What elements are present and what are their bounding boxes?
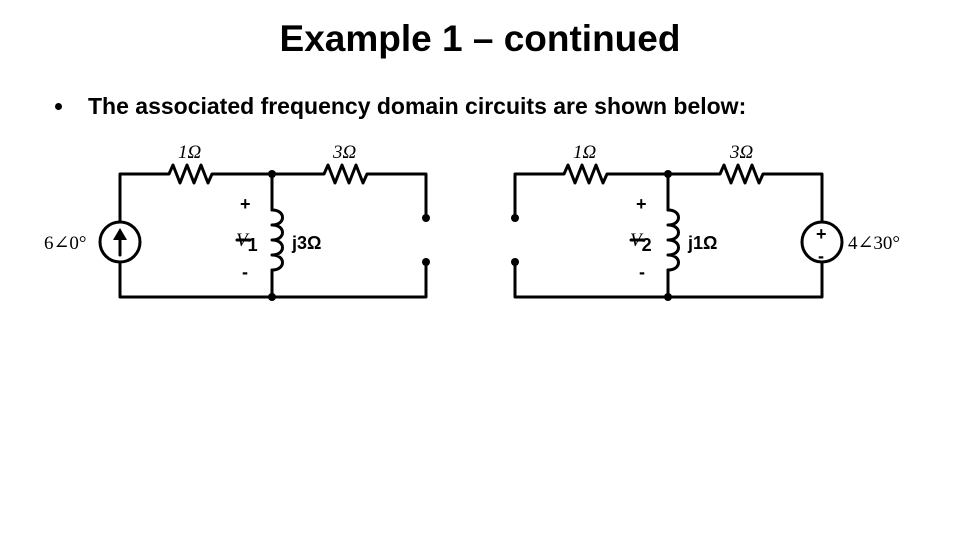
circuit-2-resistor-1ohm [558, 163, 612, 185]
circuit-2-source-minus: - [818, 246, 824, 266]
circuit-2-voltage-label: V2 [630, 230, 652, 255]
circuit-1-node-bottom [268, 293, 276, 301]
circuit-1-voltage-label: V1 [236, 230, 258, 255]
circuit-1-voltage-subscript: 1 [248, 235, 258, 255]
circuit-1-plus-sign: + [240, 194, 251, 214]
circuit-1-terminal-top [422, 214, 430, 222]
circuit-2-wires [513, 172, 824, 299]
circuit-2-terminal-bottom [511, 258, 519, 266]
circuit-2-inductor-label: j1Ω [687, 233, 717, 253]
circuit-1-inductor [270, 208, 284, 272]
circuit-2-resistor-3ohm [714, 163, 768, 185]
circuit-diagrams: 1Ω 3Ω 6∠0° j3Ω + - V1 + - 1Ω 3Ω 4∠30° j1 [44, 142, 900, 301]
circuit-1-resistor-3ohm [318, 163, 372, 185]
circuit-2-minus-sign: - [639, 262, 645, 282]
slide-title: Example 1 – continued [279, 18, 681, 59]
circuit-2-source-label: 4∠30° [848, 233, 900, 254]
circuit-2-voltage-subscript: 2 [642, 235, 652, 255]
circuit-2-r2-label: 3Ω [729, 142, 754, 163]
circuit-2-node-top [664, 170, 672, 178]
circuit-1-source-arrow-head [113, 228, 127, 240]
circuit-1-terminal-bottom [422, 258, 430, 266]
circuit-2-plus-sign: + [636, 194, 647, 214]
bullet-item: The associated frequency domain circuits… [55, 88, 746, 124]
circuit-1-node-top [268, 170, 276, 178]
circuit-2-node-bottom [664, 293, 672, 301]
bullet-icon [55, 102, 62, 110]
circuit-1: 1Ω 3Ω 6∠0° j3Ω + - V1 [44, 142, 430, 301]
circuit-1-r1-label: 1Ω [178, 142, 202, 163]
circuit-2-source-plus: + [816, 224, 827, 244]
circuit-1-minus-sign: - [242, 262, 248, 282]
circuit-1-resistor-1ohm [163, 163, 217, 185]
circuit-2-r1-label: 1Ω [573, 142, 597, 163]
circuit-1-r2-label: 3Ω [332, 142, 357, 163]
circuit-2: + - 1Ω 3Ω 4∠30° j1Ω + - V2 [511, 142, 900, 301]
circuit-1-current-source [98, 220, 142, 264]
circuit-2-inductor [666, 208, 680, 272]
circuit-2-voltage-source [800, 220, 844, 264]
circuit-1-source-label: 6∠0° [44, 233, 87, 254]
circuit-1-wires [118, 172, 428, 299]
circuit-2-terminal-top [511, 214, 519, 222]
bullet-text: The associated frequency domain circuits… [88, 92, 747, 119]
circuit-1-inductor-label: j3Ω [291, 233, 321, 253]
